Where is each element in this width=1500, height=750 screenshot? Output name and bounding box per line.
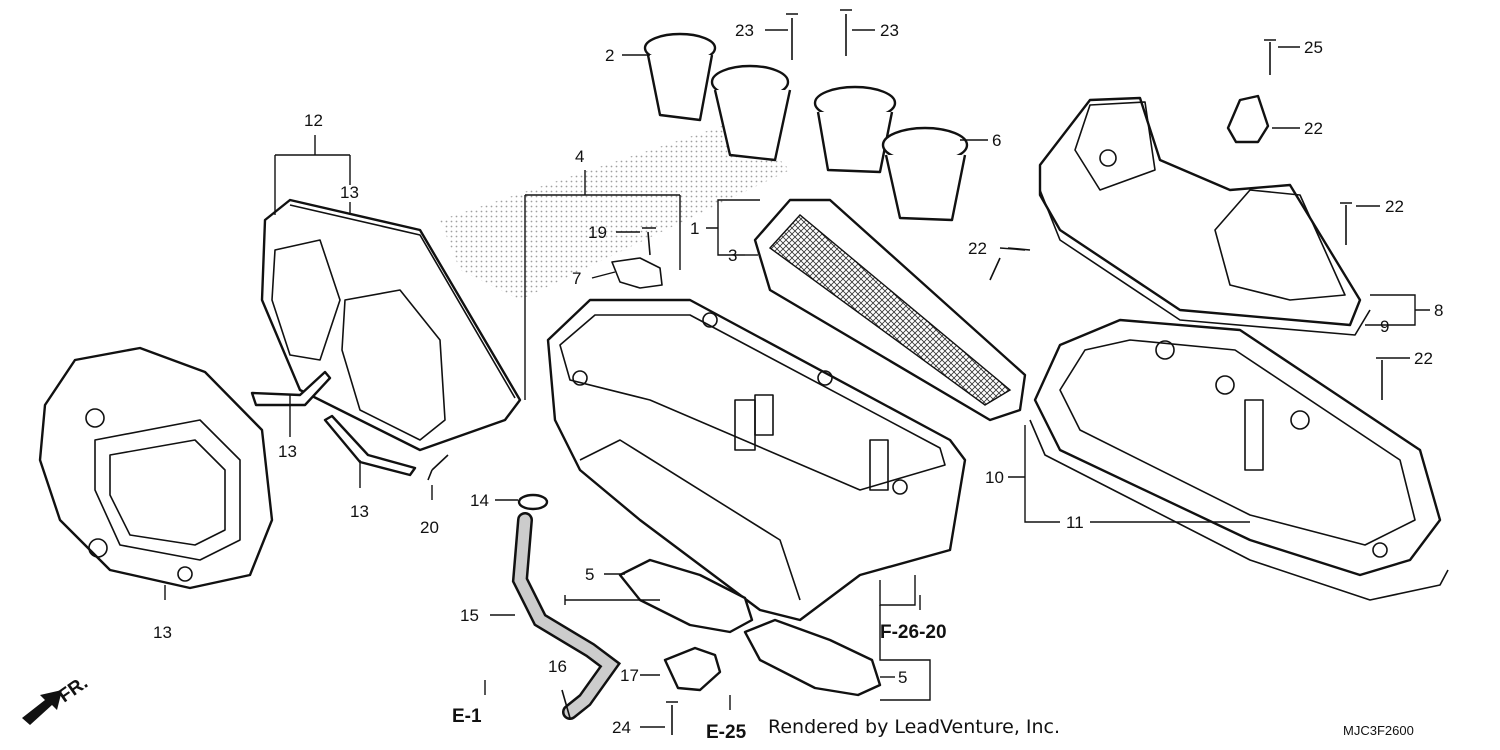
callout-3[interactable]: 3: [728, 246, 737, 265]
part-9-gasket[interactable]: [1039, 189, 1371, 336]
reference-e-1[interactable]: E-1: [452, 706, 482, 727]
callout-23[interactable]: 23: [735, 21, 754, 40]
callout-12[interactable]: 12: [304, 111, 323, 130]
front-marker-label: FR.: [55, 672, 92, 707]
part-12-funnel-frame[interactable]: [260, 198, 522, 452]
callout-22[interactable]: 22: [968, 239, 987, 258]
part-5-gasket-lower[interactable]: [743, 618, 882, 697]
part-13-clip-upper[interactable]: [250, 370, 332, 407]
callout-11[interactable]: 11: [1066, 513, 1084, 532]
callout-4[interactable]: 4: [575, 147, 584, 166]
callout-25[interactable]: 25: [1304, 38, 1323, 57]
part-6-funnel[interactable]: [813, 85, 969, 222]
callout-9[interactable]: 9: [1380, 317, 1389, 336]
callout-22[interactable]: 22: [1385, 197, 1404, 216]
callout-6[interactable]: 6: [992, 131, 1001, 150]
callout-15[interactable]: 13: [153, 623, 172, 642]
part-3-air-filter[interactable]: [753, 198, 1027, 422]
part-16-clamp[interactable]: [517, 493, 549, 511]
diagram-code: MJC3F2600: [1343, 723, 1414, 738]
front-arrow-icon: [22, 690, 62, 725]
callout-1[interactable]: 1: [690, 219, 699, 238]
part-11-gasket[interactable]: [1029, 419, 1449, 601]
reference-f-26-20[interactable]: F-26-20: [880, 622, 947, 643]
callout-2[interactable]: 2: [605, 46, 614, 65]
part-15-intake-duct[interactable]: [38, 346, 274, 590]
callout-22[interactable]: 20: [420, 518, 439, 537]
callout-7[interactable]: 7: [572, 269, 581, 288]
part-4-air-cleaner-case[interactable]: [546, 298, 967, 622]
leader-lines: [164, 29, 1430, 728]
reference-e-25[interactable]: E-25: [706, 722, 747, 743]
callout-22[interactable]: 22: [1414, 349, 1433, 368]
callout-20[interactable]: 22: [1304, 119, 1323, 138]
callout-13[interactable]: 13: [278, 442, 297, 461]
callout-13[interactable]: 13: [350, 502, 369, 521]
callout-8[interactable]: 8: [1434, 301, 1443, 320]
part-7-bracket[interactable]: [611, 257, 663, 289]
callout-24[interactable]: 24: [612, 718, 631, 737]
shaded-region: [440, 120, 790, 300]
part-2-funnel[interactable]: [643, 32, 792, 162]
callout-19[interactable]: 17: [620, 666, 639, 685]
callout-17[interactable]: 15: [460, 606, 479, 625]
callout-21[interactable]: 19: [588, 223, 607, 242]
part-5-gasket-upper[interactable]: [618, 558, 754, 634]
callout-16[interactable]: 14: [470, 491, 489, 510]
part-10-lower-housing[interactable]: [1033, 318, 1442, 577]
part-19-sensor[interactable]: [663, 646, 722, 692]
callout-5[interactable]: 5: [585, 565, 594, 584]
callout-18[interactable]: 16: [548, 657, 567, 676]
callout-10[interactable]: 10: [985, 468, 1004, 487]
callout-5[interactable]: 5: [898, 668, 907, 687]
part-8-upper-cover[interactable]: [1038, 96, 1362, 327]
part-20-sensor[interactable]: [1226, 94, 1270, 144]
callout-23[interactable]: 23: [880, 21, 899, 40]
callout-14[interactable]: 13: [340, 183, 359, 202]
render-credit: Rendered by LeadVenture, Inc.: [768, 716, 1060, 738]
